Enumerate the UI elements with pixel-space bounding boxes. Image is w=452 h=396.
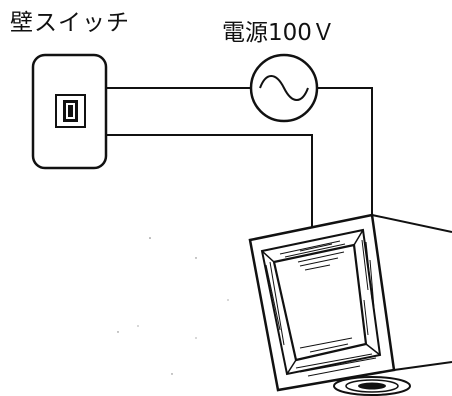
- wiring: [106, 87, 373, 228]
- ac-power-source-icon: [249, 53, 319, 123]
- wire-switch-to-monitor: [106, 134, 313, 228]
- wall-switch-label: 壁スイッチ: [10, 10, 130, 36]
- scan-speckles: [117, 237, 229, 375]
- monitor-base: [333, 376, 411, 396]
- bezel-hatching: [279, 240, 346, 258]
- wire-source-to-monitor: [318, 87, 373, 218]
- power-source-label: 電源100Ｖ: [222, 20, 335, 46]
- crt-monitor-icon: [248, 213, 452, 396]
- wall-switch-icon: [31, 53, 108, 170]
